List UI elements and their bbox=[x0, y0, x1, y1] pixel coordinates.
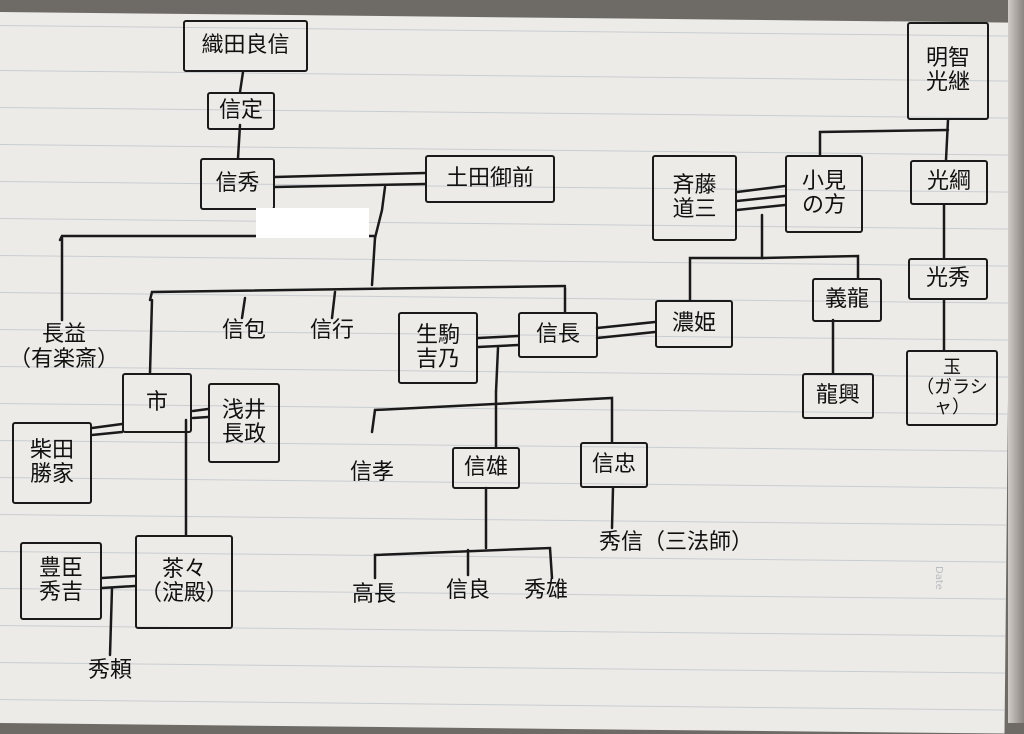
marriage-nobunaga-nohime bbox=[595, 320, 657, 340]
line-nobusada-nobuhide bbox=[236, 123, 242, 160]
node-takanaga: 高長 bbox=[351, 582, 396, 607]
page-date-label: Date bbox=[933, 566, 944, 590]
node-hidenobu: 秀信（三法師） bbox=[598, 530, 753, 555]
line-to-nobuyuki bbox=[330, 290, 337, 320]
node-nagamasu: 長益 （有楽斎） bbox=[8, 322, 119, 373]
line-nobunaga-children-drop bbox=[494, 346, 500, 394]
line-akechi-children-bar bbox=[818, 128, 950, 157]
node-nobunaga: 信長 bbox=[518, 312, 598, 358]
marriage-shibata-ichi bbox=[90, 422, 124, 437]
node-shibata-katsuie: 柴田 勝家 bbox=[12, 422, 92, 504]
node-nobukatsu: 信雄 bbox=[452, 447, 520, 489]
node-tama: 玉 （ガラシャ） bbox=[906, 350, 998, 426]
line-nobukatsu-children-bar bbox=[373, 546, 554, 580]
line-nobunaga-children-bar bbox=[370, 396, 614, 444]
node-nobukane: 信包 bbox=[221, 318, 266, 343]
line-children-bar2 bbox=[148, 284, 567, 302]
line-to-ichi bbox=[148, 298, 154, 375]
marriage-dosan-omi bbox=[735, 184, 787, 212]
line-dosan-children bbox=[688, 213, 764, 302]
node-mitsuhide: 光秀 bbox=[908, 258, 988, 300]
page-edge bbox=[1008, 0, 1024, 723]
line-to-nobukane bbox=[240, 296, 247, 320]
marriage-hideyoshi-chacha bbox=[100, 574, 137, 590]
line-branch2 bbox=[370, 236, 377, 287]
node-chacha: 茶々 （淀殿） bbox=[135, 535, 233, 629]
line-yoshinobu-nobusada bbox=[238, 70, 245, 94]
node-nobutaka: 信孝 bbox=[349, 460, 394, 485]
node-hideyori: 秀頼 bbox=[87, 658, 132, 683]
node-dota-gozen: 土田御前 bbox=[425, 155, 555, 203]
node-oda-yoshinobu: 織田良信 bbox=[183, 20, 308, 72]
line-marriage-drop bbox=[373, 185, 387, 240]
node-nobuhide: 信秀 bbox=[200, 158, 275, 210]
line-akechi-drop bbox=[944, 118, 950, 162]
marriage-nobuhide-dota bbox=[273, 171, 427, 189]
node-nobusada: 信定 bbox=[207, 92, 275, 130]
node-yoshitatsu: 義龍 bbox=[812, 278, 882, 322]
node-saito-dosan: 斉藤 道三 bbox=[652, 155, 737, 241]
node-nobuyoshi: 信良 bbox=[445, 578, 490, 603]
node-nobuyuki: 信行 bbox=[309, 318, 354, 343]
marriage-ikoma-nobunaga bbox=[476, 334, 520, 349]
line-nobutada-down bbox=[610, 486, 615, 530]
node-azai-nagamasa: 浅井 長政 bbox=[208, 383, 280, 463]
node-hidekatsu: 秀雄 bbox=[523, 578, 568, 603]
node-ikoma-kitsuno: 生駒 吉乃 bbox=[398, 312, 478, 384]
node-omi-no-kata: 小見 の方 bbox=[785, 155, 863, 233]
node-nobutada: 信忠 bbox=[580, 442, 648, 488]
node-akechi-mitsutsugu: 明智 光継 bbox=[907, 22, 989, 120]
node-tatsuoki: 龍興 bbox=[802, 373, 874, 419]
node-mitsutsuna: 光綱 bbox=[910, 160, 988, 205]
redaction-block bbox=[256, 208, 369, 238]
node-toyotomi-hideyoshi: 豊臣 秀吉 bbox=[20, 542, 102, 620]
node-ichi: 市 bbox=[122, 373, 192, 433]
node-nohime: 濃姫 bbox=[655, 300, 733, 348]
marriage-ichi-azai bbox=[191, 407, 210, 420]
line-to-hideyori bbox=[108, 586, 114, 657]
line-to-yoshitatsu bbox=[760, 254, 860, 280]
